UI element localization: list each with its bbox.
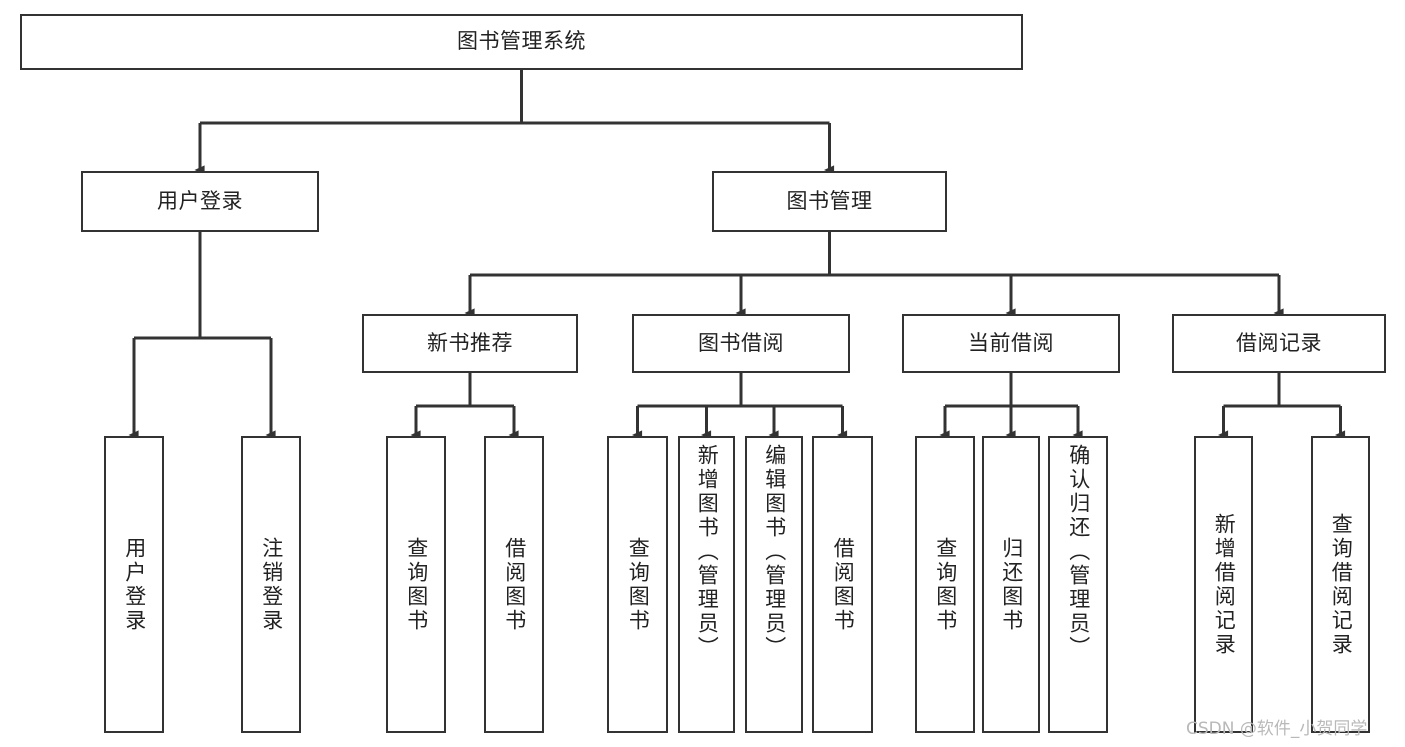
- node-leaf-query-record[interactable]: 查询借阅记录: [1311, 436, 1370, 733]
- node-label: 查询图书: [626, 536, 651, 633]
- node-leaf-user-logout[interactable]: 注销登录: [241, 436, 301, 733]
- node-leaf-return-book[interactable]: 归还图书: [982, 436, 1040, 733]
- node-label: 用户登录: [157, 188, 243, 213]
- node-borrow[interactable]: 图书借阅: [632, 314, 850, 373]
- node-label: 查询图书: [933, 536, 958, 633]
- node-leaf-user-login[interactable]: 用户登录: [104, 436, 164, 733]
- node-leaf-borrow-book-1[interactable]: 借阅图书: [484, 436, 544, 733]
- node-label: 编辑图书（管理员）: [762, 444, 787, 660]
- node-bookmgmt[interactable]: 图书管理: [712, 171, 947, 232]
- node-root[interactable]: 图书管理系统: [20, 14, 1023, 70]
- watermark: CSDN @软件_小贺同学: [1186, 719, 1368, 739]
- node-label: 图书管理: [786, 188, 873, 213]
- node-leaf-query-book-1[interactable]: 查询图书: [386, 436, 446, 733]
- node-label: 注销登录: [259, 536, 284, 633]
- node-label: 用户登录: [122, 536, 147, 633]
- node-label: 借阅记录: [1236, 330, 1322, 355]
- node-leaf-add-record[interactable]: 新增借阅记录: [1194, 436, 1253, 733]
- node-label: 新书推荐: [427, 330, 513, 355]
- node-label: 确认归还（管理员）: [1066, 444, 1091, 660]
- node-label: 借阅图书: [502, 536, 527, 633]
- node-label: 图书借阅: [698, 330, 784, 355]
- node-leaf-edit-book[interactable]: 编辑图书（管理员）: [745, 436, 803, 733]
- node-label: 归还图书: [999, 536, 1024, 633]
- node-leaf-query-book-2[interactable]: 查询图书: [607, 436, 668, 733]
- node-records[interactable]: 借阅记录: [1172, 314, 1386, 373]
- node-label: 当前借阅: [968, 330, 1054, 355]
- node-current[interactable]: 当前借阅: [902, 314, 1120, 373]
- node-label: 新增借阅记录: [1212, 512, 1237, 657]
- node-label: 查询图书: [404, 536, 429, 633]
- node-label: 图书管理系统: [457, 29, 586, 54]
- node-label: 新增图书（管理员）: [695, 444, 720, 660]
- node-newbook[interactable]: 新书推荐: [362, 314, 578, 373]
- node-leaf-confirm-return[interactable]: 确认归还（管理员）: [1048, 436, 1108, 733]
- node-leaf-query-book-3[interactable]: 查询图书: [915, 436, 975, 733]
- node-leaf-borrow-book-2[interactable]: 借阅图书: [812, 436, 873, 733]
- node-login[interactable]: 用户登录: [81, 171, 319, 232]
- node-leaf-add-book[interactable]: 新增图书（管理员）: [678, 436, 735, 733]
- node-label: 查询借阅记录: [1329, 512, 1354, 657]
- node-label: 借阅图书: [831, 536, 856, 633]
